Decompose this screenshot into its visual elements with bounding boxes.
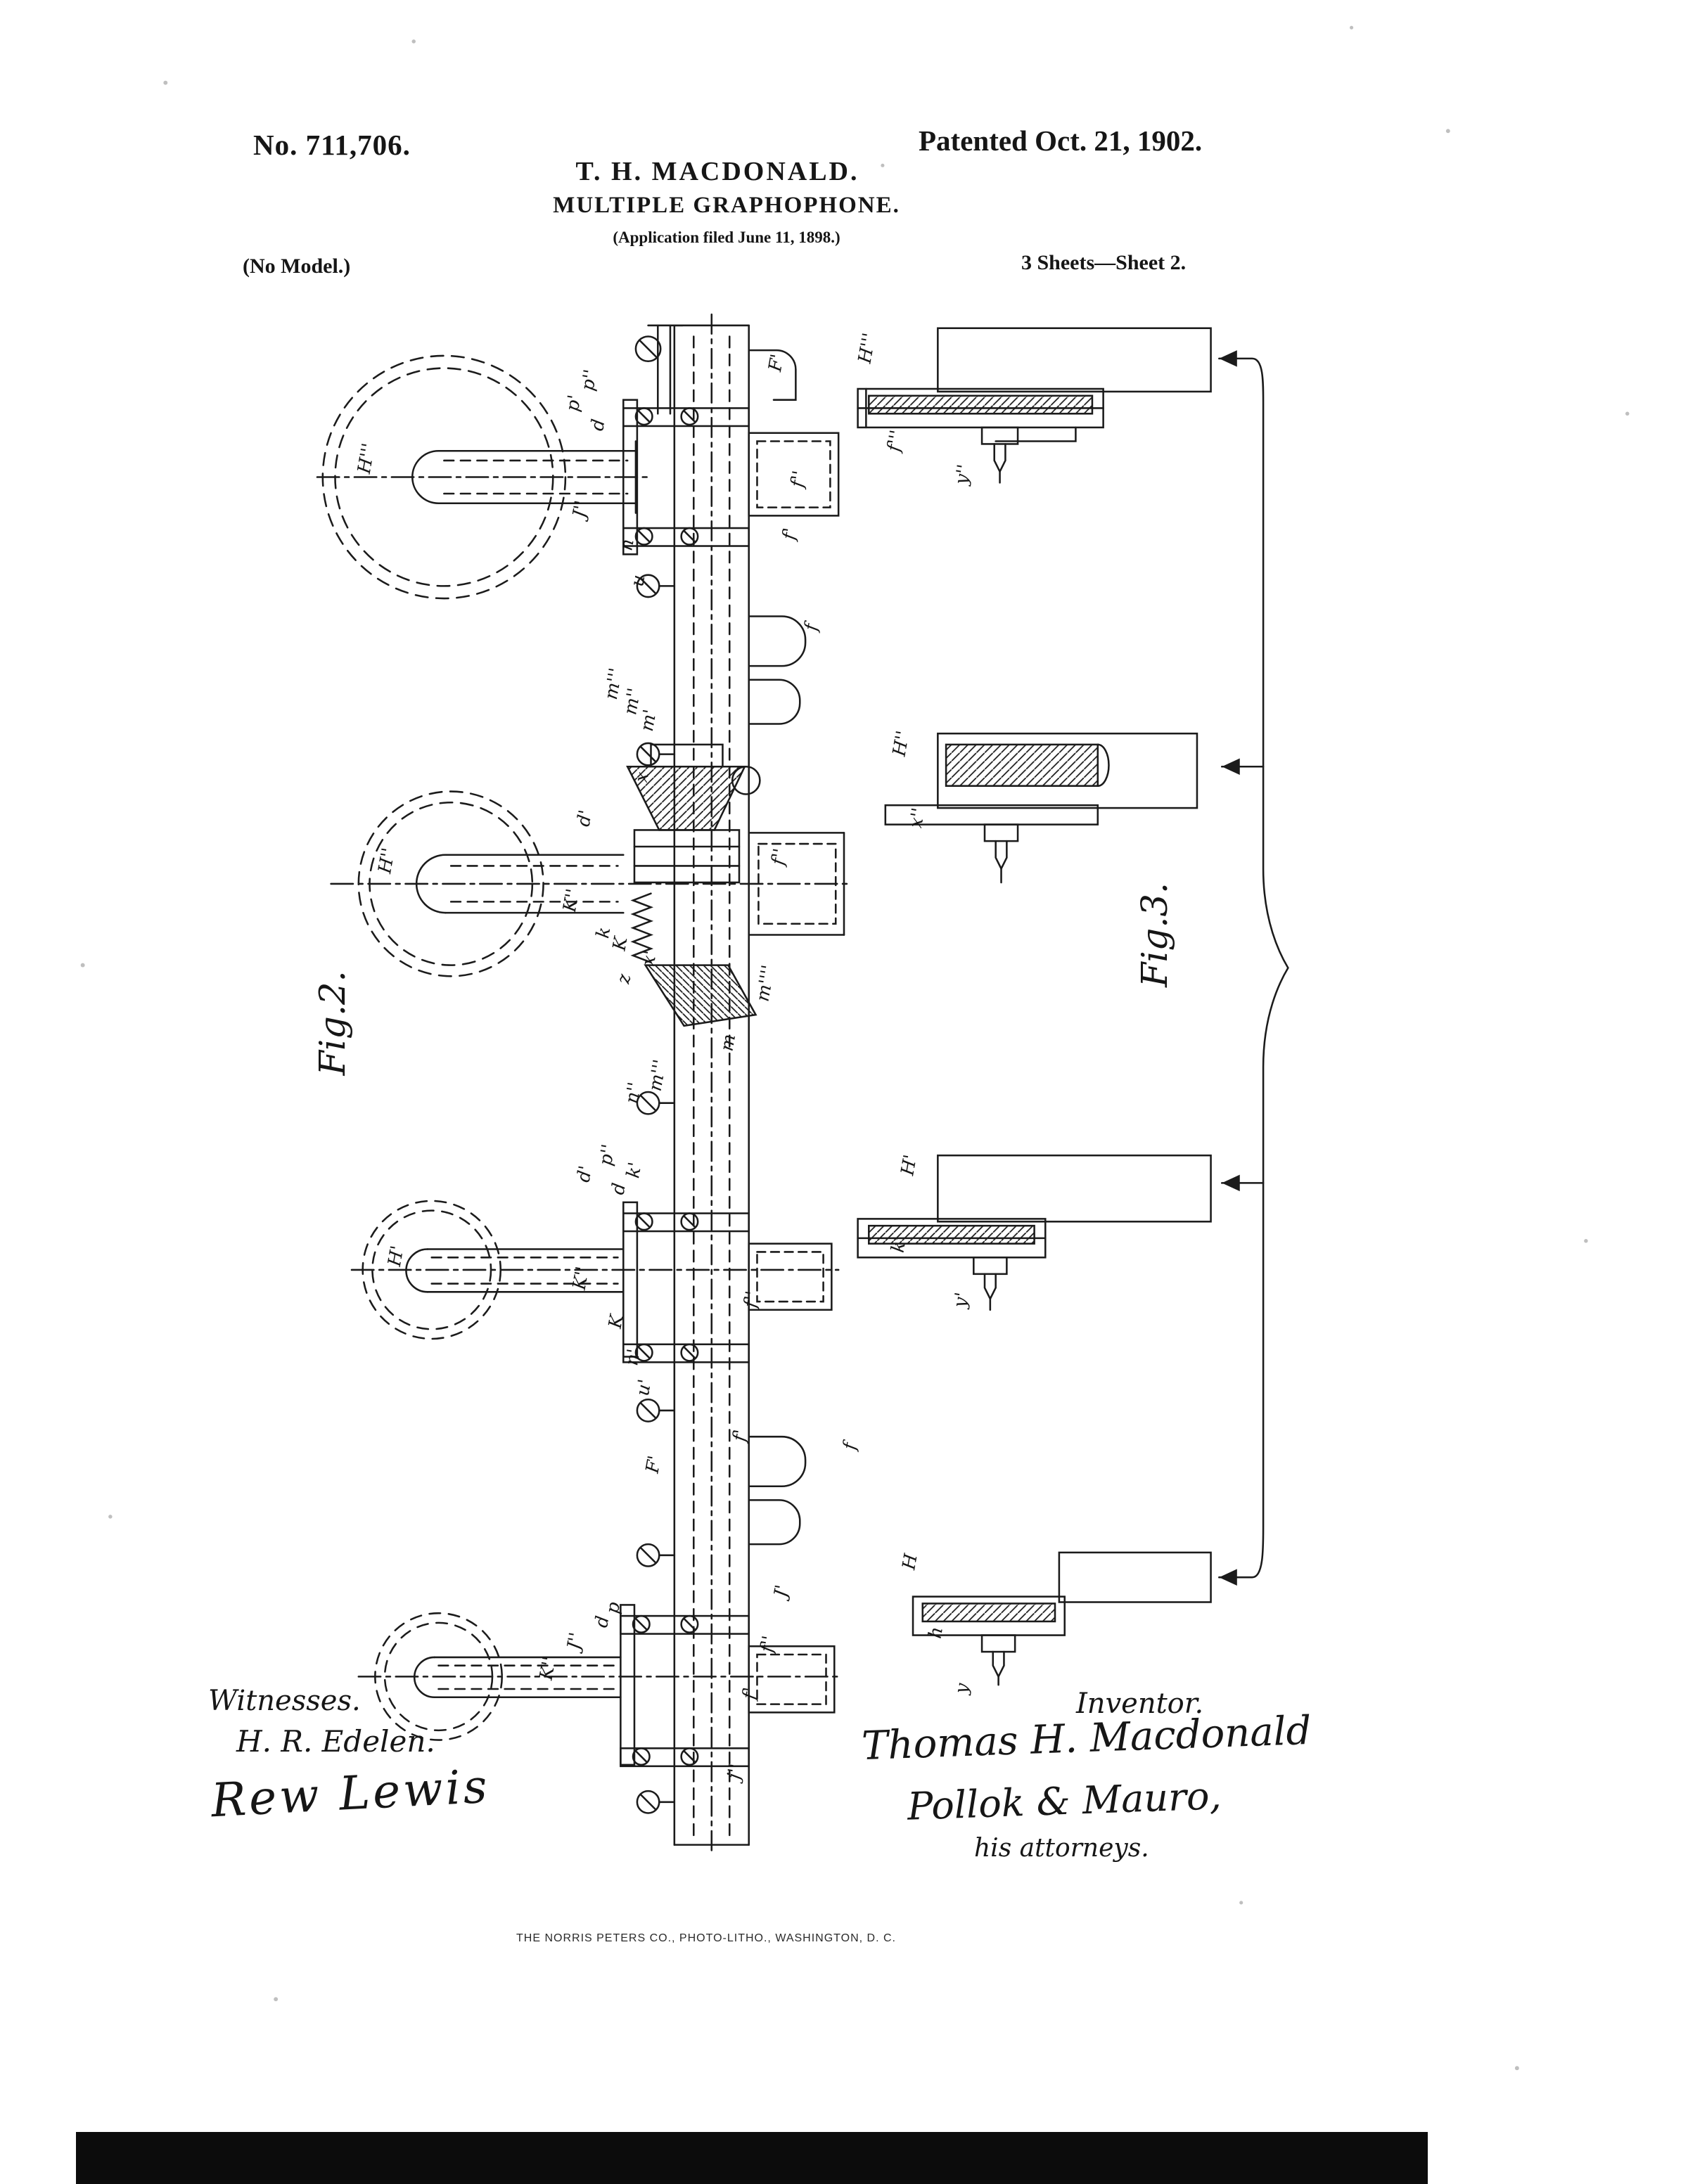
- part-label: H''': [854, 331, 880, 366]
- printer-credit: THE NORRIS PETERS CO., PHOTO-LITHO., WAS…: [516, 1932, 896, 1944]
- part-label: x: [631, 771, 653, 784]
- figure-label: Fig.2.: [312, 970, 354, 1076]
- part-label: k: [592, 925, 615, 939]
- part-label: h: [925, 1625, 947, 1640]
- part-label: f'': [740, 1290, 764, 1311]
- part-label: f''': [883, 428, 907, 454]
- part-label: y'': [951, 463, 976, 487]
- part-label: K: [608, 934, 632, 953]
- part-label: p: [602, 1600, 625, 1615]
- part-label: n'': [621, 1081, 646, 1105]
- part-label: d: [591, 1614, 613, 1629]
- part-label: n: [615, 537, 638, 552]
- attorney-note: his attorneys.: [974, 1834, 1149, 1863]
- part-label: J'': [563, 1631, 587, 1655]
- witness-signature-1: H. R. Edelen.: [236, 1724, 435, 1759]
- part-label: H': [897, 1153, 921, 1178]
- model-note: (No Model.): [243, 255, 351, 278]
- inventor-name-heading: T. H. MACDONALD.: [575, 157, 859, 186]
- part-label: y: [951, 1681, 973, 1696]
- part-label: d: [587, 418, 609, 432]
- part-label: f': [729, 1428, 752, 1444]
- figure-3-drawing: [857, 327, 1289, 1686]
- part-label: u': [632, 1377, 656, 1397]
- part-label: f'': [767, 847, 791, 868]
- part-label: p': [562, 393, 586, 413]
- part-label: m': [637, 708, 661, 733]
- part-label: J': [769, 1584, 793, 1602]
- part-label: f'': [786, 469, 810, 490]
- part-label: p'': [577, 368, 601, 392]
- part-label: z: [613, 972, 635, 986]
- part-label: x'': [905, 807, 929, 830]
- part-label: j'': [722, 1762, 746, 1785]
- part-label: H''': [354, 442, 380, 476]
- figure-2-drawing: [316, 313, 851, 1854]
- sheet-info: 3 Sheets—Sheet 2.: [1021, 251, 1187, 274]
- part-label: K'': [569, 1265, 594, 1292]
- application-note: (Application filed June 11, 1898.): [613, 229, 840, 246]
- part-label: d': [573, 809, 597, 828]
- invention-title: MULTIPLE GRAPHOPHONE.: [553, 193, 900, 218]
- part-label: H: [898, 1552, 922, 1572]
- part-label: d: [608, 1181, 630, 1196]
- part-label: x': [638, 949, 661, 968]
- part-label: p'': [595, 1143, 620, 1167]
- part-label: F': [765, 352, 788, 374]
- part-label: J'': [568, 499, 593, 522]
- part-label: f': [778, 526, 801, 542]
- part-label: f: [839, 1438, 862, 1453]
- part-label: K'': [535, 1655, 560, 1683]
- part-label: H'': [888, 729, 914, 759]
- part-label: m: [717, 1032, 741, 1053]
- part-label: m'''': [753, 963, 780, 1003]
- part-label: f'': [756, 1634, 780, 1655]
- part-label: d': [573, 1164, 597, 1183]
- figure-label: Fig.3.: [1134, 882, 1176, 988]
- part-label: K: [605, 1312, 628, 1331]
- part-label: K'': [559, 887, 584, 915]
- inventor-heading: Inventor.: [1076, 1688, 1204, 1720]
- part-label: m'': [620, 686, 645, 717]
- part-label: F': [641, 1454, 665, 1476]
- part-label: f': [738, 1686, 762, 1702]
- part-label: n': [621, 1347, 645, 1367]
- part-label: k': [622, 1160, 646, 1179]
- part-label: k': [888, 1235, 911, 1254]
- part-label: H': [384, 1244, 409, 1268]
- part-label: y': [950, 1291, 973, 1310]
- scan-noise: [80, 25, 1630, 2071]
- patent-date: Patented Oct. 21, 1902.: [919, 124, 1203, 157]
- bottom-black-bar: [76, 2132, 1428, 2184]
- part-label: m''': [645, 1058, 671, 1093]
- witnesses-heading: Witnesses.: [208, 1685, 361, 1717]
- part-label: u: [627, 573, 649, 588]
- part-label: H'': [374, 847, 399, 876]
- patent-number: No. 711,706.: [253, 129, 411, 161]
